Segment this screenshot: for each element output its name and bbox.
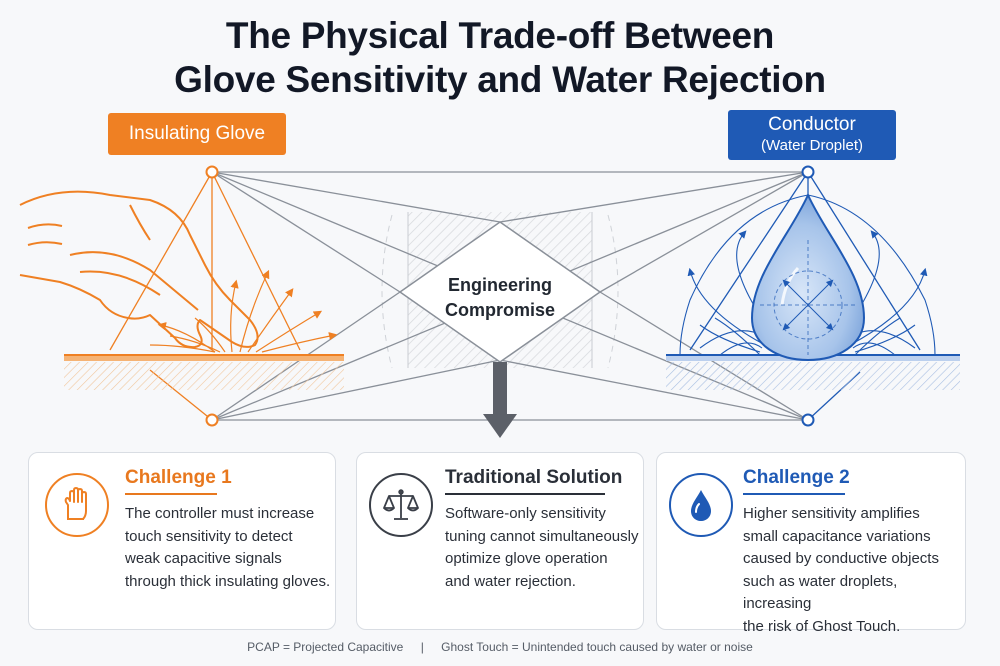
- challenge-1-line-4: through thick insulating gloves.: [125, 572, 331, 590]
- conductor-label-sub: (Water Droplet): [761, 137, 863, 154]
- challenge-2-card: Challenge 2 Higher sensitivity amplifies…: [656, 452, 966, 635]
- challenge-1-line-3: weak capacitive signals: [125, 550, 282, 567]
- conductor-label: Conductor (Water Droplet): [728, 110, 896, 160]
- challenge-1-rule: [125, 493, 217, 495]
- challenge-1-text: The controller must increase touch sensi…: [125, 503, 330, 593]
- challenge-2-title: Challenge 2: [743, 467, 850, 488]
- footer-ghost-touch-definition: Ghost Touch = Unintended touch caused by…: [441, 640, 753, 654]
- compromise-line-2: Compromise: [444, 300, 556, 320]
- down-arrow: [483, 362, 517, 438]
- traditional-solution-line-2: tuning cannot simultaneously: [445, 527, 639, 545]
- engineering-compromise-text: Engineering Compromise: [420, 273, 580, 323]
- glove-hand-illustration: [19, 190, 259, 349]
- challenge-1-title: Challenge 1: [125, 467, 232, 488]
- challenge-2-line-3: caused by conductive objects: [743, 550, 939, 567]
- challenge-1-icon-wrap: [45, 473, 109, 537]
- node-bottom-left: [205, 413, 219, 427]
- title-line-2: Glove Sensitivity and Water Rejection: [174, 59, 826, 100]
- left-touch-surface: [64, 354, 344, 390]
- challenge-1-card: Challenge 1 The controller must increase…: [28, 452, 336, 630]
- page-title: The Physical Trade-off Between Glove Sen…: [0, 14, 1000, 102]
- connection-lines: [109, 171, 921, 421]
- glove-icon: [64, 487, 87, 520]
- traditional-solution-card: Traditional Solution Software-only sensi…: [356, 452, 644, 630]
- water-drop-icon: [691, 490, 711, 521]
- node-bottom-right: [801, 413, 815, 427]
- challenge-1-line-1: The controller must increase: [125, 505, 315, 522]
- glove-field-lines: [149, 269, 338, 353]
- node-top-right: [801, 165, 815, 179]
- node-top-left: [205, 165, 219, 179]
- conductor-label-main: Conductor: [768, 114, 856, 135]
- traditional-solution-text: Software-only sensitivity tuning cannot …: [445, 503, 638, 593]
- challenge-2-line-4: such as water droplets, increasing: [743, 572, 898, 613]
- traditional-solution-title: Traditional Solution: [445, 467, 623, 488]
- footer-pcap-definition: PCAP = Projected Capacitive: [247, 640, 404, 654]
- footer-separator: |: [420, 640, 424, 654]
- traditional-solution-line-3: optimize glove operation: [445, 550, 608, 567]
- scale-icon: [383, 489, 419, 520]
- challenge-2-line-1: Higher sensitivity amplifies: [743, 505, 920, 522]
- compromise-line-1: Engineering: [447, 275, 552, 295]
- footer-legend: PCAP = Projected Capacitive | Ghost Touc…: [0, 640, 1000, 654]
- challenge-2-line-2: small capacitance variations: [743, 527, 931, 545]
- traditional-solution-rule: [445, 493, 605, 495]
- traditional-solution-line-1: Software-only sensitivity: [445, 505, 606, 522]
- challenge-2-text: Higher sensitivity amplifies small capac…: [743, 503, 965, 638]
- challenge-2-rule: [743, 493, 845, 495]
- challenge-2-line-5: the risk of Ghost Touch.: [743, 617, 901, 635]
- challenge-1-line-2: touch sensitivity to detect: [125, 527, 293, 545]
- traditional-solution-line-4: and water rejection.: [445, 572, 576, 590]
- droplet-field-lines: [679, 194, 936, 356]
- water-droplet-illustration: [750, 192, 866, 362]
- insulating-glove-label: Insulating Glove: [108, 113, 286, 155]
- title-line-1: The Physical Trade-off Between: [225, 15, 775, 56]
- challenge-2-icon-wrap: [669, 473, 733, 537]
- traditional-solution-icon-wrap: [369, 473, 433, 537]
